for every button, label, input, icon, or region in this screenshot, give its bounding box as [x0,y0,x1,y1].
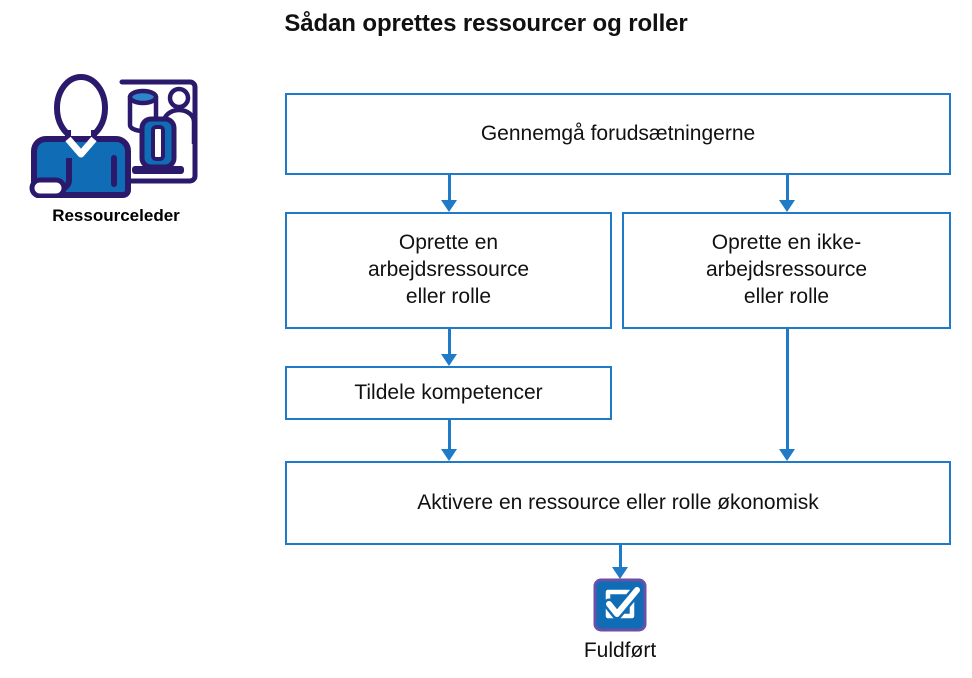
arrow-review-to-nonwork-resource [778,175,796,212]
arrow-head-icon [779,449,795,461]
arrow-shaft [447,175,451,200]
flow-node-assign-competency[interactable]: Tildele kompetencer [285,366,612,420]
arrow-shaft [447,420,451,449]
arrow-head-icon [441,449,457,461]
persona-block: Ressourceleder [18,72,214,226]
arrow-shaft [618,545,622,567]
arrow-competency-to-activate [440,420,458,461]
arrow-work-resource-to-competency [440,329,458,366]
flow-node-activate-resource[interactable]: Aktivere en ressource eller rolle økonom… [285,461,951,545]
arrow-shaft [447,329,451,354]
arrow-shaft [785,329,789,449]
arrow-head-icon [441,354,457,366]
completed-block: Fuldført [540,577,700,663]
resource-manager-icon [29,74,198,198]
persona-label: Ressourceleder [52,206,180,225]
arrow-shaft [785,175,789,200]
arrow-nonwork-resource-to-activate [778,329,796,461]
flow-node-create-nonwork-resource[interactable]: Oprette en ikke- arbejdsressource eller … [622,212,951,329]
page-title: Sådan oprettes ressourcer og roller [284,10,688,37]
arrow-head-icon [612,567,628,579]
completed-label: Fuldført [583,639,657,662]
flow-node-create-work-resource[interactable]: Oprette en arbejdsressource eller rolle [285,212,612,329]
arrow-review-to-work-resource [440,175,458,212]
flow-node-review[interactable]: Gennemgå forudsætningerne [285,93,951,175]
checkbox-checked-icon [593,578,647,632]
arrow-head-icon [441,200,457,212]
arrow-head-icon [779,200,795,212]
arrow-activate-to-completed [611,545,629,579]
